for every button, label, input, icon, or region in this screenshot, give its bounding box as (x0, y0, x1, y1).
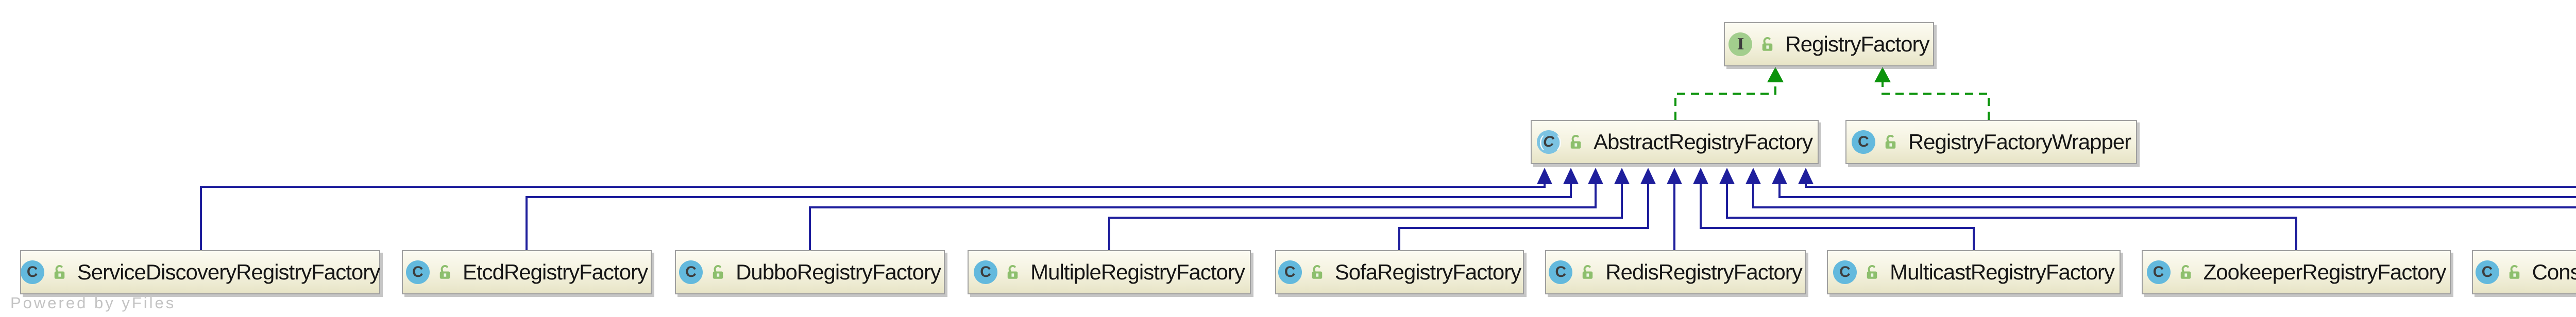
open-lock-icon (1583, 265, 1593, 279)
class-name-label: RedisRegistryFactory (1605, 260, 1802, 284)
class-node-zookeeperregistryfactory[interactable]: ZookeeperRegistryFactory (2142, 250, 2451, 294)
open-lock-icon (1762, 37, 1773, 51)
open-lock-icon (439, 265, 450, 279)
powered-by-label: Powered by yFiles (10, 294, 176, 312)
inheritance-arrowhead (1667, 168, 1682, 184)
inheritance-arrowhead (1640, 168, 1656, 184)
class-node-abstractregistryfactory[interactable]: AbstractRegistryFactory (1531, 120, 1819, 164)
inheritance-edges (200, 168, 2576, 251)
realization-arrowhead (1874, 67, 1891, 82)
inheritance-arrowhead (1537, 168, 1552, 184)
open-lock-icon (713, 265, 723, 279)
class-node-multipleregistryfactory[interactable]: MultipleRegistryFactory (968, 250, 1251, 294)
open-lock-icon (1312, 265, 1323, 279)
inheritance-edge-servicediscovery (200, 184, 1546, 251)
class-node-multicastregistryfactory[interactable]: MulticastRegistryFactory (1827, 250, 2121, 294)
inheritance-edge-dubbo (809, 184, 1597, 251)
class-name-label: RegistryFactoryWrapper (1908, 130, 2131, 154)
inheritance-arrowhead (1588, 168, 1603, 184)
class-icon (1851, 130, 1875, 154)
abstract-class-icon (1536, 130, 1563, 154)
class-name-label: DubboRegistryFactory (736, 260, 941, 284)
open-lock-icon (2180, 265, 2191, 279)
inheritance-arrowhead (1798, 168, 1814, 184)
class-icon (1549, 260, 1573, 284)
class-icon (1278, 260, 1302, 284)
realization-edge-registryfactorywrapper (1882, 82, 1990, 120)
class-name-label: RegistryFactory (1785, 32, 1929, 56)
inheritance-edge-nacos (1805, 184, 2576, 188)
inheritance-edge-multicast (1700, 184, 1975, 251)
inheritance-arrowhead (1563, 168, 1579, 184)
class-node-dubboregistryfactory[interactable]: DubboRegistryFactory (675, 250, 945, 294)
class-name-label: SofaRegistryFactory (1334, 260, 1521, 284)
inheritance-edge-sofa (1398, 184, 1649, 251)
class-node-servicediscoveryregistryfactory[interactable]: ServiceDiscoveryRegistryFactory (20, 250, 380, 294)
class-node-consulregistryfactory[interactable]: ConsulRegistryFactory (2472, 250, 2576, 294)
realization-edge-abstractregistryfactory (1674, 82, 1776, 120)
inheritance-arrowhead (1693, 168, 1708, 184)
class-name-label: EtcdRegistryFactory (462, 260, 648, 284)
realization-edges (1674, 67, 1990, 120)
class-icon (2146, 260, 2171, 284)
class-icon (20, 260, 44, 284)
class-icon (679, 260, 703, 284)
class-name-label: MulticastRegistryFactory (1890, 260, 2115, 284)
open-lock-icon (1867, 265, 1877, 279)
class-icon (405, 260, 430, 284)
inheritance-arrowhead (1719, 168, 1735, 184)
class-icon (974, 260, 998, 284)
class-node-etcdregistryfactory[interactable]: EtcdRegistryFactory (402, 250, 652, 294)
open-lock-icon (54, 265, 65, 279)
inheritance-arrowhead (1745, 168, 1761, 184)
class-name-label: ZookeeperRegistryFactory (2203, 260, 2447, 284)
class-node-registryfactorywrapper[interactable]: RegistryFactoryWrapper (1845, 120, 2137, 164)
open-lock-icon (2509, 265, 2519, 279)
class-node-sofaregistryfactory[interactable]: SofaRegistryFactory (1275, 250, 1524, 294)
inheritance-edge-etcd (526, 184, 1572, 251)
inheritance-edge-multiple (1108, 184, 1623, 251)
inheritance-arrowhead (1614, 168, 1630, 184)
class-name-label: ConsulRegistryFactory (2532, 260, 2576, 284)
interface-node-registryfactory[interactable]: RegistryFactory (1724, 22, 1934, 66)
realization-arrowhead (1767, 67, 1784, 82)
inheritance-edge-abstract-deprecated (1778, 184, 2576, 198)
open-lock-icon (1007, 265, 1018, 279)
inheritance-edge-consul (1752, 184, 2576, 208)
class-name-label: AbstractRegistryFactory (1593, 130, 1813, 154)
class-name-label: MultipleRegistryFactory (1030, 260, 1245, 284)
class-name-label: ServiceDiscoveryRegistryFactory (77, 260, 380, 284)
interface-icon (1728, 32, 1753, 56)
open-lock-icon (1885, 134, 1896, 149)
class-icon (2475, 260, 2499, 284)
class-icon (1833, 260, 1857, 284)
inheritance-arrowhead (1772, 168, 1787, 184)
inheritance-edge-zookeeper (1726, 184, 2297, 251)
class-node-redisregistryfactory[interactable]: RedisRegistryFactory (1545, 250, 1806, 294)
